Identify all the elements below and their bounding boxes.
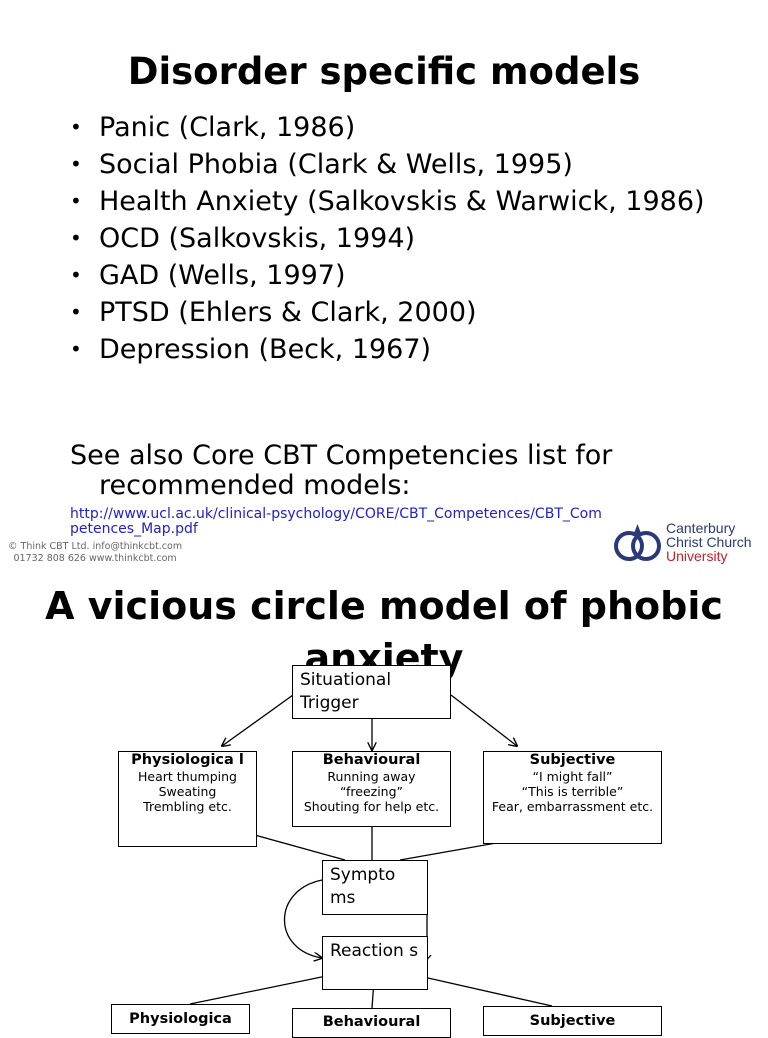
situational-trigger-box: Situational Trigger	[292, 665, 451, 719]
physiological-box: Physiologica l Heart thumping Sweating T…	[118, 751, 257, 847]
list-item: •Panic (Clark, 1986)	[70, 112, 356, 143]
list-item: •Social Phobia (Clark & Wells, 1995)	[70, 149, 573, 180]
list-item: •Health Anxiety (Salkovskis & Warwick, 1…	[70, 186, 705, 217]
bullet-icon: •	[70, 300, 82, 324]
competences-map-link[interactable]: http://www.ucl.ac.uk/clinical-psychology…	[70, 507, 602, 537]
bullet-icon: •	[70, 152, 82, 176]
logo-text: Canterbury Christ Church University	[666, 520, 752, 564]
list-item: •GAD (Wells, 1997)	[70, 260, 346, 291]
physiological-box-2: Physiologica	[111, 1004, 250, 1034]
physiological-heading: Physiologica l	[131, 752, 244, 768]
behavioural-box: Behavioural Running away “freezing” Shou…	[292, 751, 451, 827]
loop-arrow-symptoms-reactions	[284, 879, 323, 958]
slide-title: Disorder specific models	[127, 50, 641, 93]
subjective-box: Subjective “I might fall” “This is terri…	[483, 751, 662, 844]
subjective-heading: Subjective	[529, 752, 616, 768]
copyright-footer: © Think CBT Ltd. info@thinkcbt.com 01732…	[8, 541, 182, 565]
subjective-box-2: Subjective	[483, 1006, 662, 1036]
university-logo: Canterbury Christ Church University	[612, 518, 762, 566]
reactions-box: Reaction s	[322, 936, 428, 990]
bullet-list: •Panic (Clark, 1986) •Social Phobia (Cla…	[70, 112, 730, 371]
arrow-trigger-subjective	[450, 694, 517, 746]
behavioural-heading: Behavioural	[322, 752, 421, 768]
bullet-icon: •	[70, 337, 82, 361]
bullet-icon: •	[70, 115, 82, 139]
list-item: •OCD (Salkovskis, 1994)	[70, 223, 416, 254]
symptoms-box: Sympto ms	[322, 860, 428, 915]
arrow-trigger-physiological	[222, 694, 294, 746]
behavioural-box-2: Behavioural	[292, 1008, 451, 1038]
list-item: •PTSD (Ehlers & Clark, 2000)	[70, 297, 477, 328]
see-also-text: See also Core CBT Competencies list for …	[70, 440, 613, 501]
university-emblem-icon	[614, 524, 661, 561]
bullet-icon: •	[70, 226, 82, 250]
bullet-icon: •	[70, 263, 82, 287]
footer-contact: © Think CBT Ltd. info@thinkcbt.com	[8, 541, 183, 552]
bullet-icon: •	[70, 189, 82, 213]
footer-phone-web: 01732 808 626 www.thinkcbt.com	[13, 553, 177, 564]
list-item: •Depression (Beck, 1967)	[70, 334, 432, 365]
